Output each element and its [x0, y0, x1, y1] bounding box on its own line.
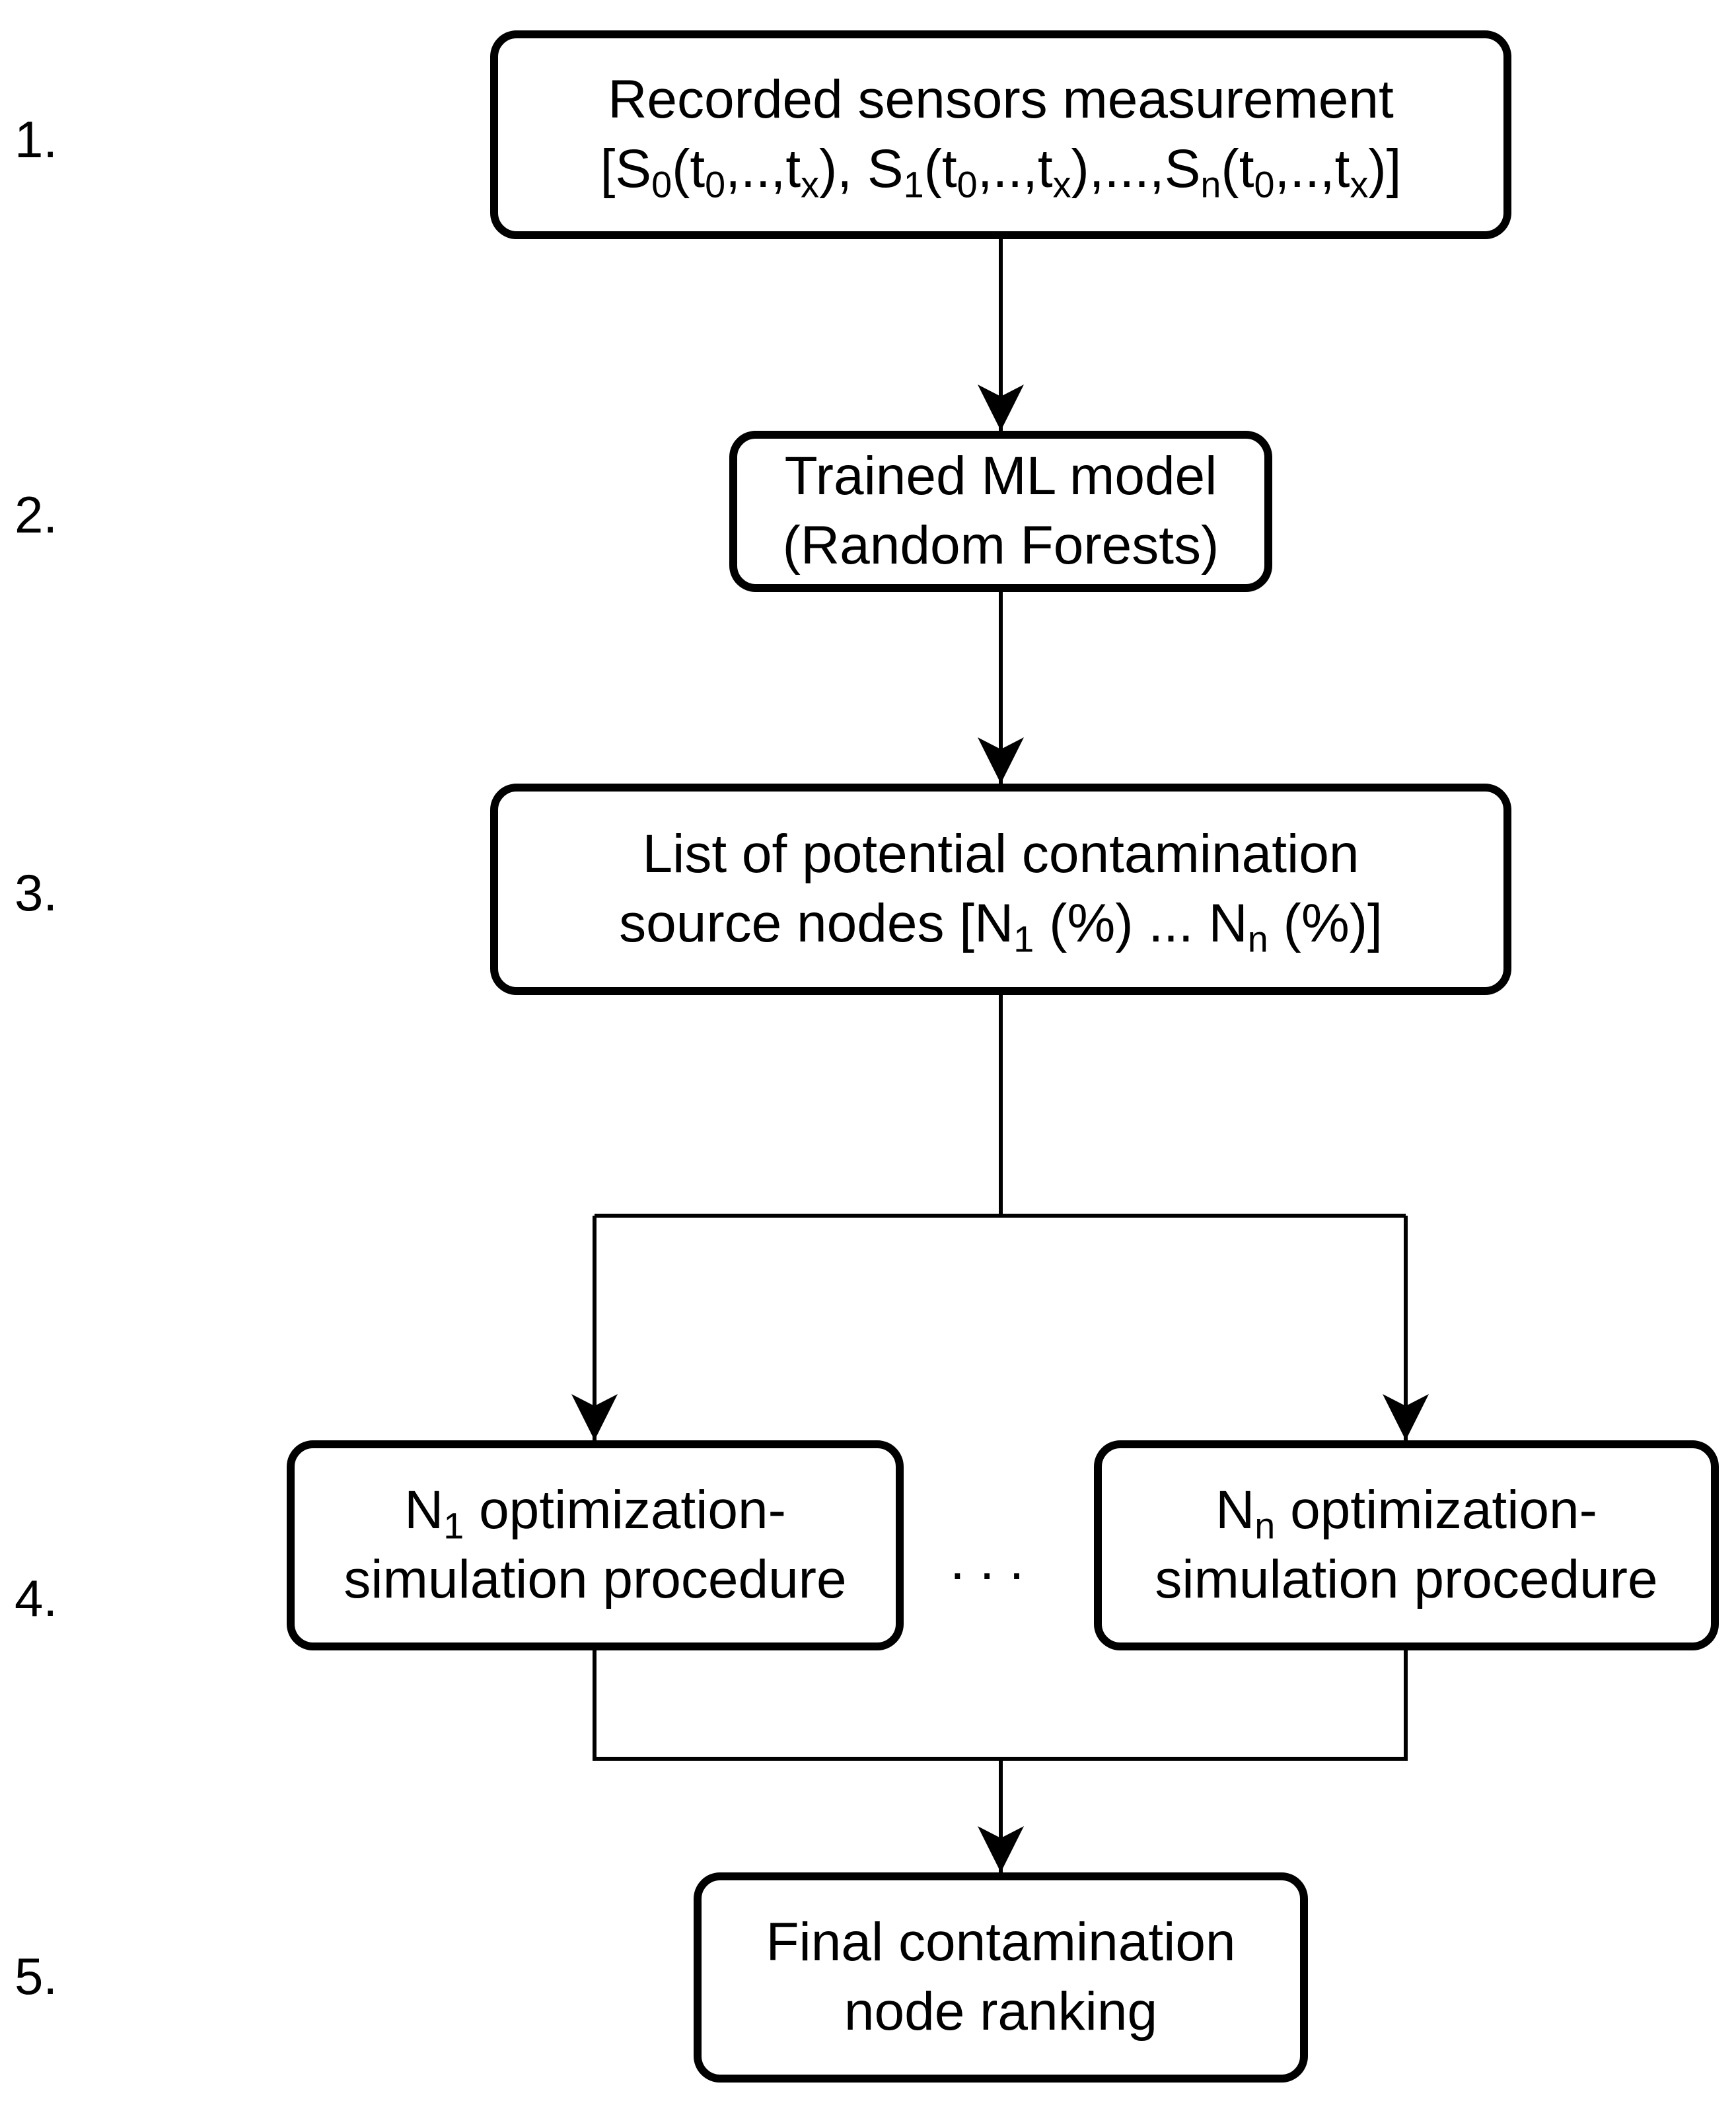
- more-procedures-ellipsis: ...: [950, 1531, 1039, 1591]
- step-number-3: 3.: [15, 864, 58, 922]
- trained-model-title: Trained ML model: [784, 446, 1217, 507]
- nn-procedure-subtitle: simulation procedure: [1155, 1549, 1658, 1609]
- merge-connector: [593, 1645, 1408, 1761]
- nn-procedure-box: Nn optimization- simulation procedure: [1094, 1440, 1719, 1650]
- n1-procedure-box: N1 optimization- simulation procedure: [287, 1440, 904, 1650]
- step-number-2: 2.: [15, 486, 58, 544]
- final-ranking-subtitle: node ranking: [844, 1981, 1158, 2042]
- trained-model-box: Trained ML model (Random Forests): [729, 431, 1272, 592]
- step-number-4: 4.: [15, 1569, 58, 1627]
- nn-procedure-title: Nn optimization-: [1215, 1480, 1597, 1547]
- trained-model-subtitle: (Random Forests): [782, 515, 1219, 575]
- n1-procedure-subtitle: simulation procedure: [344, 1549, 847, 1609]
- step-number-5: 5.: [15, 1947, 58, 2005]
- recorded-sensors-box: Recorded sensors measurement [S0(t0,..,t…: [490, 30, 1511, 239]
- step-number-1: 1.: [15, 110, 58, 168]
- sensor-series-formula: [S0(t0,..,tx), S1(t0,..,tx),...,Sn(t0,..…: [600, 139, 1402, 205]
- final-ranking-title: Final contamination: [766, 1912, 1236, 1973]
- candidate-nodes-box: List of potential contamination source n…: [490, 784, 1511, 995]
- final-ranking-box: Final contamination node ranking: [694, 1872, 1308, 2083]
- candidate-nodes-title: List of potential contamination: [642, 824, 1359, 885]
- recorded-sensors-title: Recorded sensors measurement: [608, 69, 1394, 130]
- candidate-nodes-list: source nodes [N1 (%) ... Nn (%)]: [619, 893, 1383, 960]
- split-connector: [595, 991, 1406, 1218]
- n1-procedure-title: N1 optimization-: [404, 1480, 786, 1547]
